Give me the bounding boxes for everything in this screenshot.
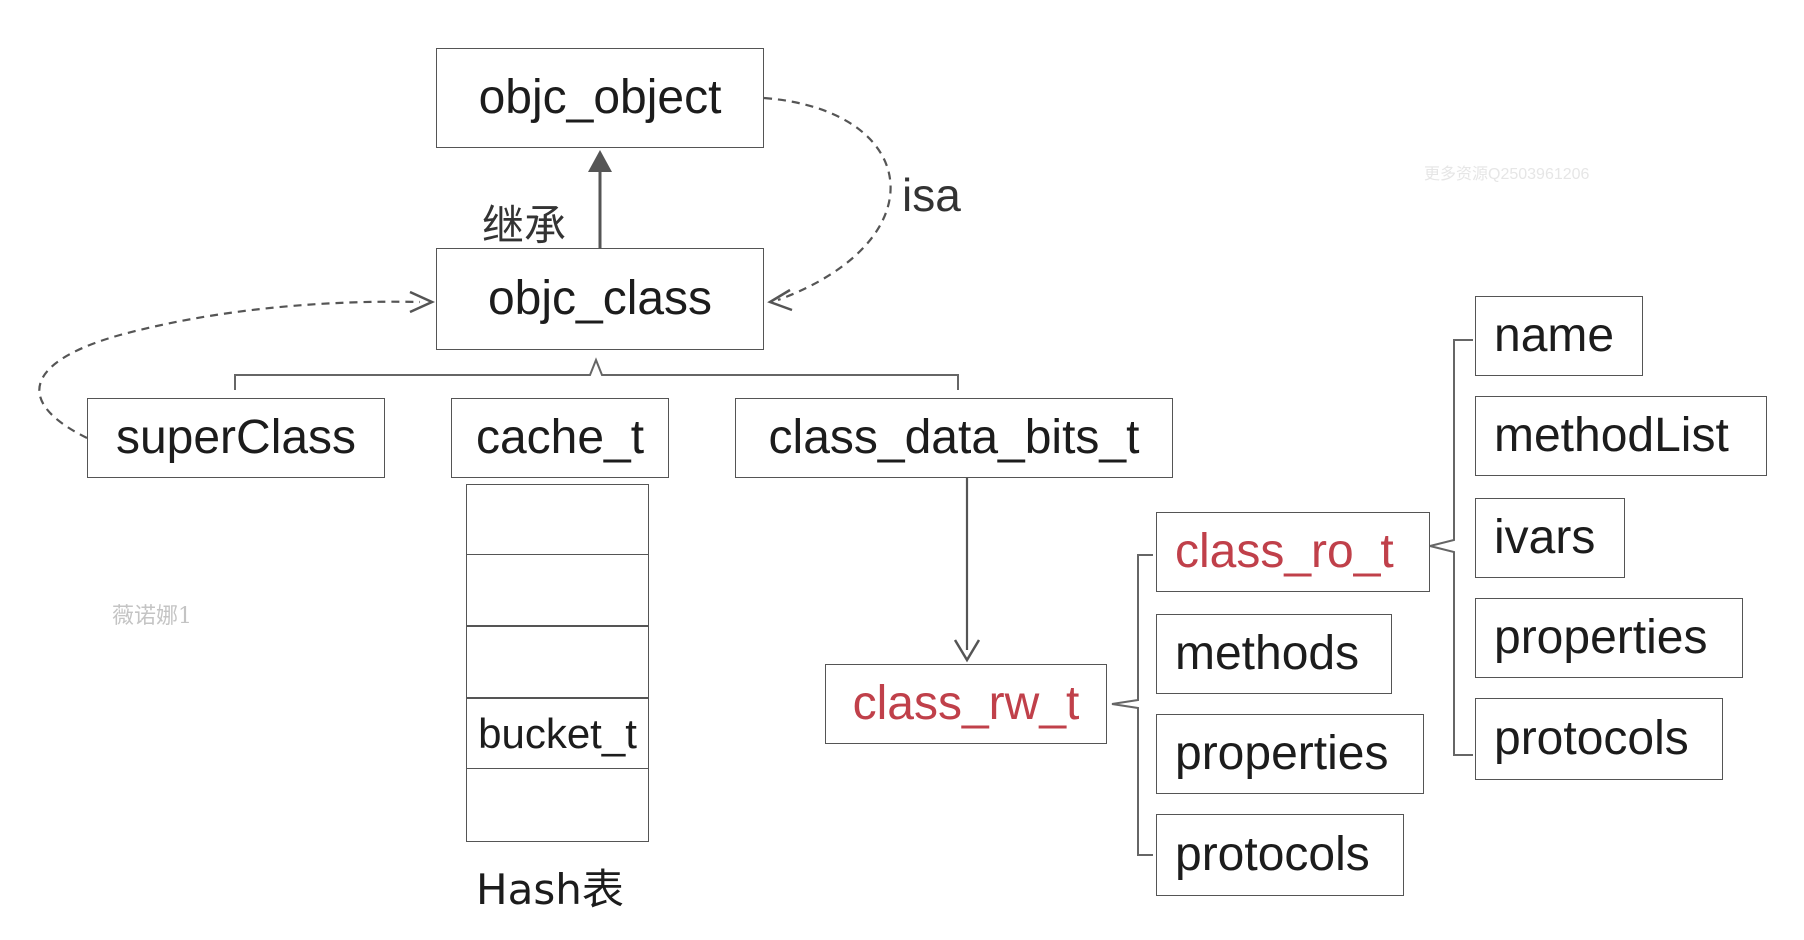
ro-name-node: name	[1475, 296, 1643, 376]
rw-methods-node: methods	[1156, 614, 1392, 694]
class-members-bracket	[234, 357, 959, 390]
class-data-bits-t-node: class_data_bits_t	[735, 398, 1173, 478]
superclass-arrowhead	[409, 290, 436, 314]
hash-cell	[466, 484, 649, 556]
rw-bracket	[1111, 554, 1153, 856]
watermark-left: 薇诺娜1	[112, 604, 192, 629]
superclass-dashed-arrow	[38, 300, 421, 439]
rw-protocols-node: protocols	[1156, 814, 1404, 896]
ro-bracket	[1429, 339, 1473, 756]
hash-cell	[466, 768, 649, 842]
class-rw-t-node: class_rw_t	[825, 664, 1107, 744]
inherit-label: 继承	[482, 201, 567, 250]
objc-object-node: objc_object	[436, 48, 764, 148]
ro-methodlist-node: methodList	[1475, 396, 1767, 476]
isa-arrowhead	[767, 288, 793, 312]
ro-ivars-node: ivars	[1475, 498, 1625, 578]
cache-t-node: cache_t	[451, 398, 669, 478]
isa-dashed-arrow	[763, 96, 892, 302]
objc-class-node: objc_class	[436, 248, 764, 350]
hash-cell	[466, 554, 649, 626]
hash-table-caption: Hash表	[476, 865, 624, 914]
superclass-node: superClass	[87, 398, 385, 478]
rw-properties-node: properties	[1156, 714, 1424, 794]
ro-properties-node: properties	[1475, 598, 1743, 678]
bits-to-rw-arrowhead	[953, 639, 981, 663]
ro-protocols-node: protocols	[1475, 698, 1723, 780]
inherit-arrowhead	[588, 150, 612, 172]
class-ro-t-node: class_ro_t	[1156, 512, 1430, 592]
watermark-right: 更多资源Q2503961206	[1424, 166, 1590, 183]
bucket-t-cell: bucket_t	[466, 698, 649, 770]
isa-label: isa	[902, 169, 961, 221]
hash-cell	[466, 626, 649, 698]
